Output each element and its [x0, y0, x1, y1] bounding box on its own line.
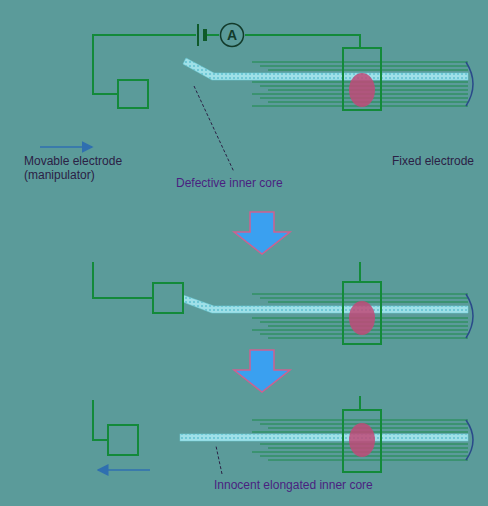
movable-electrode — [108, 425, 138, 455]
fiber-bundle — [252, 62, 473, 106]
fiber-end — [466, 62, 473, 106]
ammeter-symbol: A — [219, 22, 245, 48]
contact-spot — [349, 73, 375, 107]
fiber-strand — [252, 294, 468, 295]
movable-electrode — [118, 80, 148, 108]
fiber-strand — [252, 62, 468, 63]
electrode-label: Fixed electrode — [392, 154, 474, 168]
fiber-bundle — [252, 294, 473, 338]
circuit-wire — [93, 396, 360, 440]
step-arrow — [234, 212, 290, 254]
core-label: Innocent elongated inner core — [214, 478, 373, 492]
fixed-electrode — [343, 410, 381, 472]
motion-arrow — [98, 469, 150, 471]
fixed-electrode — [343, 282, 381, 344]
step-arrow — [234, 350, 290, 392]
fiber-strand — [268, 460, 468, 461]
fiber-strand — [260, 298, 468, 299]
movable-electrode — [153, 283, 183, 313]
circuit-wire — [93, 262, 360, 298]
meter-letter: A — [227, 27, 237, 43]
fiber-strand — [260, 66, 468, 67]
core-label: Defective inner core — [176, 176, 283, 190]
fiber-strand — [268, 338, 468, 339]
leader-line — [216, 446, 222, 474]
battery-symbol — [198, 24, 205, 46]
contact-spot — [349, 423, 375, 457]
inner-core — [183, 295, 468, 313]
fiber-strand — [268, 302, 468, 303]
fiber-strand — [268, 70, 468, 71]
electrode-label: Movable electrode (manipulator) — [24, 154, 144, 182]
fixed-electrode — [343, 48, 381, 110]
leader-line — [194, 86, 234, 172]
fiber-end — [466, 294, 473, 338]
motion-arrow — [40, 146, 92, 148]
contact-spot — [349, 301, 375, 335]
inner-core — [180, 434, 468, 441]
inner-core — [183, 58, 468, 80]
fiber-strand — [252, 420, 468, 421]
